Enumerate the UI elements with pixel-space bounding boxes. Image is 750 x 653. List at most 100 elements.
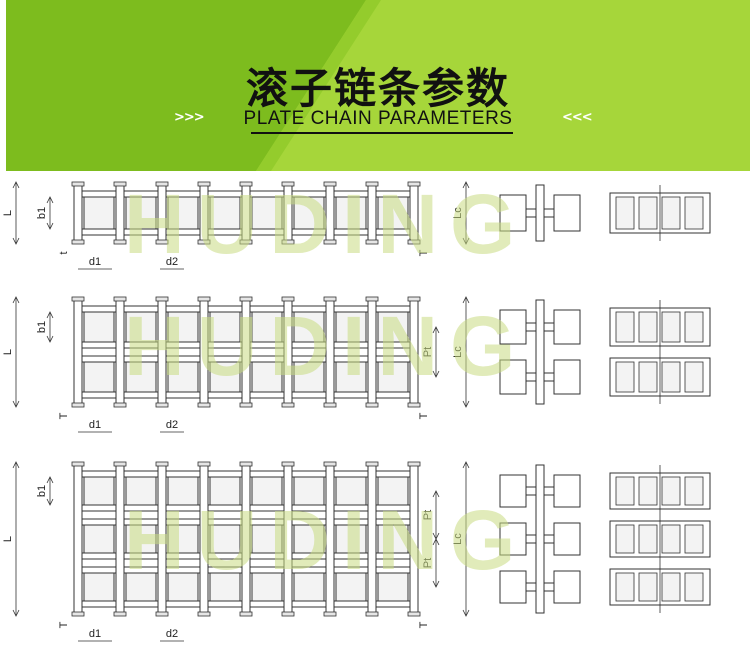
roller	[293, 311, 325, 343]
pin	[115, 464, 125, 614]
roller	[377, 476, 409, 506]
pin-head	[197, 296, 211, 302]
pin-head	[197, 611, 211, 617]
pin	[409, 184, 419, 242]
dim-T-label: T	[418, 621, 430, 628]
dim-t-label: t	[58, 251, 70, 254]
roller	[209, 476, 241, 506]
roller	[377, 311, 409, 343]
pin-head	[113, 181, 127, 187]
pin	[283, 299, 293, 405]
link-plate	[163, 566, 203, 574]
pin-head	[71, 296, 85, 302]
link-plate	[121, 391, 161, 399]
end-roller	[638, 572, 658, 602]
dim-L-arrow	[12, 296, 20, 304]
link-plate	[289, 504, 329, 512]
dim-L-label: L	[2, 210, 14, 216]
dim-b1-arrow	[46, 335, 54, 343]
roller	[83, 311, 115, 343]
dim-L-arrow	[12, 237, 20, 245]
pin	[367, 184, 377, 242]
dim-L-arrow	[12, 400, 20, 408]
roller	[335, 311, 367, 343]
pin	[241, 299, 251, 405]
dim-d2-label: d2	[166, 419, 178, 431]
header-banner: 滚子链条参数 >>> PLATE CHAIN PARAMETERS <<<	[6, 0, 750, 171]
roller	[335, 196, 367, 230]
end-roller	[615, 311, 635, 343]
dim-Pt-1-arrow	[432, 580, 440, 588]
roller	[251, 361, 283, 393]
link-plate	[79, 305, 119, 313]
roller	[83, 196, 115, 230]
link-plate	[247, 566, 287, 574]
dim-L-label: L	[2, 349, 14, 355]
pin-head	[197, 402, 211, 408]
dim-Pt-0-arrow	[432, 326, 440, 334]
link-plate	[289, 470, 329, 478]
link-plate	[289, 228, 329, 236]
pin-head	[71, 611, 85, 617]
roller	[83, 361, 115, 393]
link-plate	[331, 228, 371, 236]
pin-head	[113, 402, 127, 408]
end-plate	[553, 522, 581, 556]
link-plate	[373, 355, 413, 363]
link-plate	[163, 341, 203, 349]
dim-Pt-1-arrow	[432, 538, 440, 546]
end-roller	[661, 476, 681, 506]
link-plate	[373, 518, 413, 526]
link-plate	[163, 504, 203, 512]
link-plate	[205, 355, 245, 363]
pin-head	[155, 461, 169, 467]
chevron-left-icon: <<<	[562, 110, 593, 125]
pin-head	[281, 181, 295, 187]
link-plate	[373, 470, 413, 478]
roller	[167, 311, 199, 343]
end-plate	[553, 194, 581, 232]
pin	[409, 299, 419, 405]
link-plate	[79, 470, 119, 478]
link-plate	[247, 504, 287, 512]
link-plate	[289, 552, 329, 560]
link-plate	[289, 518, 329, 526]
dim-b1-arrow	[46, 196, 54, 204]
link-plate	[163, 355, 203, 363]
end-plate	[553, 570, 581, 604]
link-plate	[121, 504, 161, 512]
link-plate	[79, 391, 119, 399]
pin	[367, 299, 377, 405]
dim-d1-label: d1	[89, 419, 101, 431]
link-plate	[121, 355, 161, 363]
link-plate	[163, 305, 203, 313]
link-plate	[205, 228, 245, 236]
dim-Lc-label: Lc	[452, 533, 464, 545]
end-roller	[684, 572, 704, 602]
link-plate	[79, 518, 119, 526]
pin-head	[71, 461, 85, 467]
pin-head	[197, 239, 211, 245]
dim-L-arrow	[12, 461, 20, 469]
link-plate	[331, 341, 371, 349]
dim-L-arrow	[12, 181, 20, 189]
link-plate	[205, 600, 245, 608]
link-plate	[247, 600, 287, 608]
link-plate	[163, 190, 203, 198]
dim-d2-label: d2	[166, 628, 178, 640]
end-roller	[638, 196, 658, 230]
dim-L-label: L	[2, 536, 14, 542]
end-roller	[684, 311, 704, 343]
pin	[157, 299, 167, 405]
link-plate	[79, 355, 119, 363]
pin	[115, 299, 125, 405]
pin-head	[365, 181, 379, 187]
link-plate	[79, 600, 119, 608]
link-plate	[331, 470, 371, 478]
pin-head	[71, 402, 85, 408]
dim-d1-label: d1	[89, 256, 101, 268]
roller	[335, 572, 367, 602]
pin	[283, 464, 293, 614]
pin-head	[239, 239, 253, 245]
